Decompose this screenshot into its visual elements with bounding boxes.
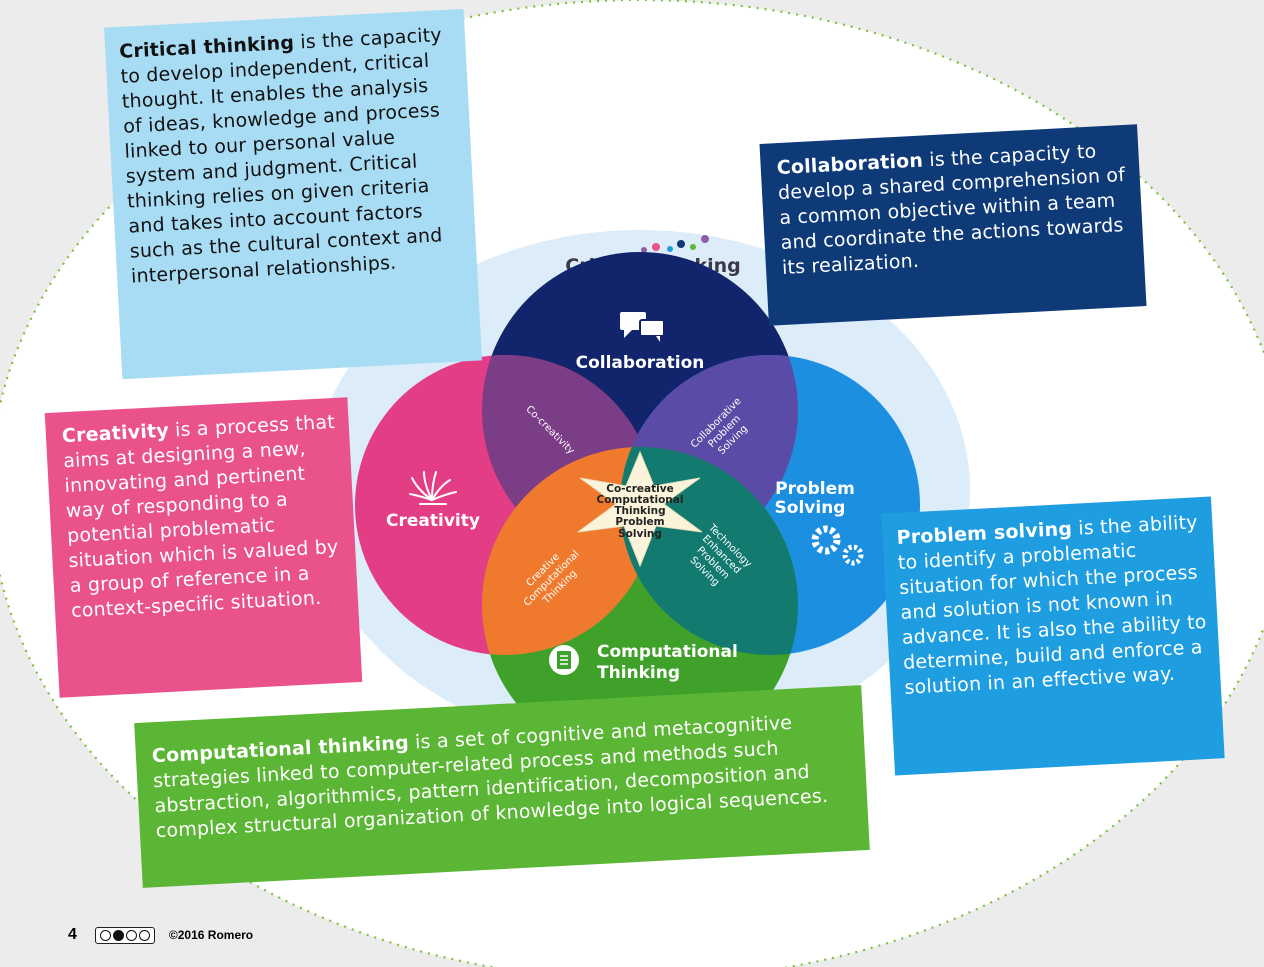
collaboration-card: Collaboration is the capacity to develop… xyxy=(759,124,1147,326)
creativity-card: Creativity is a process that aims at des… xyxy=(44,397,363,698)
computational-label-line1: Computational xyxy=(597,642,738,662)
critical-thinking-definition: is the capacity to develop independent, … xyxy=(120,24,444,288)
problem-solving-label-line2: Solving xyxy=(775,498,846,518)
computational-label-line2: Thinking xyxy=(597,663,680,683)
collaboration-label: Collaboration xyxy=(576,353,705,373)
by-circle-icon xyxy=(112,929,124,941)
chat-bubbles-icon xyxy=(620,312,665,342)
logo-dot xyxy=(701,235,709,243)
center-line: Co-creative xyxy=(606,483,673,495)
copyright-text: ©2016 Romero xyxy=(168,928,254,942)
center-line: Problem xyxy=(615,516,664,528)
creativity-term: Creativity xyxy=(61,419,170,448)
creative-commons-license-icon[interactable] xyxy=(94,926,155,944)
logo-dot xyxy=(667,246,673,252)
center-star xyxy=(577,450,703,568)
logo-dot xyxy=(652,243,660,251)
logo-dot xyxy=(690,244,696,250)
problem-solving-label-line1: Problem xyxy=(775,479,855,499)
center-line: Computational xyxy=(597,494,684,506)
center-line: Solving xyxy=(618,528,662,540)
center-line: Thinking xyxy=(614,505,665,517)
page-number: 4 xyxy=(68,926,77,943)
nc-circle-icon xyxy=(125,929,137,941)
logo-dot xyxy=(677,240,685,248)
critical-thinking-card: Critical thinking is the capacity to dev… xyxy=(104,8,482,380)
creativity-label: Creativity xyxy=(386,511,480,531)
flower-burst-icon xyxy=(409,471,457,505)
logo-dot xyxy=(641,247,647,253)
gears-icon xyxy=(811,525,864,566)
brain-chip-icon xyxy=(549,645,579,675)
computational-thinking-definition: is a set of cognitive and metacognitive … xyxy=(152,711,829,843)
footer: 4 ©2016 Romero xyxy=(68,922,253,948)
sa-circle-icon xyxy=(138,929,150,941)
problem-solving-card: Problem solving is the ability to identi… xyxy=(881,496,1225,776)
cc-circle-icon xyxy=(99,929,111,941)
